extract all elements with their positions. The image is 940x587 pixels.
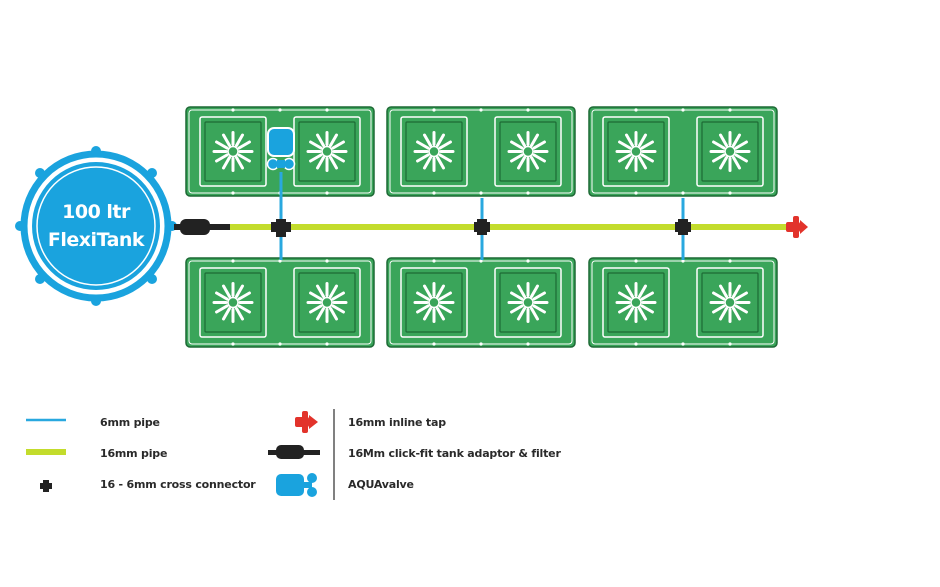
tank-adaptor-filter [174, 219, 230, 235]
plant-pot [199, 116, 267, 187]
inline-tap [786, 216, 808, 238]
inline-tap-icon [295, 411, 318, 433]
legend-label-aquavalve: AQUAvalve [348, 478, 414, 491]
plant-pot [602, 116, 670, 187]
grow-tray [185, 257, 375, 348]
plant-pot [494, 267, 562, 338]
flexitank [15, 146, 177, 306]
drainage-flower-icon [507, 282, 549, 323]
drainage-flower-icon [709, 131, 751, 172]
legend-label-16mm-pipe: 16mm pipe [100, 447, 168, 460]
legend-label-cross-connector: 16 - 6mm cross connector [100, 478, 256, 491]
6mm-pipe-icon [26, 418, 66, 422]
grow-tray [588, 257, 778, 348]
drainage-flower-icon [413, 131, 455, 172]
plant-pot [494, 116, 562, 187]
plant-pot [293, 267, 361, 338]
drainage-flower-icon [306, 131, 348, 172]
legend-label-tank-adaptor: 16Mm click-fit tank adaptor & filter [348, 447, 561, 460]
aquavalve [266, 127, 296, 171]
drainage-flower-icon [212, 131, 254, 172]
drainage-flower-icon [306, 282, 348, 323]
legend-label-6mm-pipe: 6mm pipe [100, 416, 160, 429]
16mm-pipe-icon [26, 449, 66, 455]
aquavalve-icon [276, 473, 317, 497]
legend-divider [333, 409, 335, 500]
plant-pot [400, 267, 468, 338]
drainage-flower-icon [615, 131, 657, 172]
legend-label-inline-tap: 16mm inline tap [348, 416, 446, 429]
plant-pot [696, 267, 764, 338]
grow-tray [386, 257, 576, 348]
grow-tray [386, 106, 576, 197]
tank-capacity: 100 ltr [62, 201, 130, 223]
tank-adaptor-icon [268, 445, 320, 459]
drainage-flower-icon [615, 282, 657, 323]
plant-pot [293, 116, 361, 187]
drainage-flower-icon [709, 282, 751, 323]
plant-pot [400, 116, 468, 187]
cross-connectors [271, 217, 691, 237]
flexitank-label: 100 ltr FlexiTank [16, 198, 176, 254]
drainage-flower-icon [212, 282, 254, 323]
grow-tray [588, 106, 778, 197]
drainage-flower-icon [413, 282, 455, 323]
plant-pot [602, 267, 670, 338]
plant-pot [199, 267, 267, 338]
drainage-flower-icon [507, 131, 549, 172]
tank-name: FlexiTank [47, 229, 145, 251]
tray-grid [185, 106, 778, 348]
plant-pot [696, 116, 764, 187]
cross-connector-icon [40, 480, 52, 492]
